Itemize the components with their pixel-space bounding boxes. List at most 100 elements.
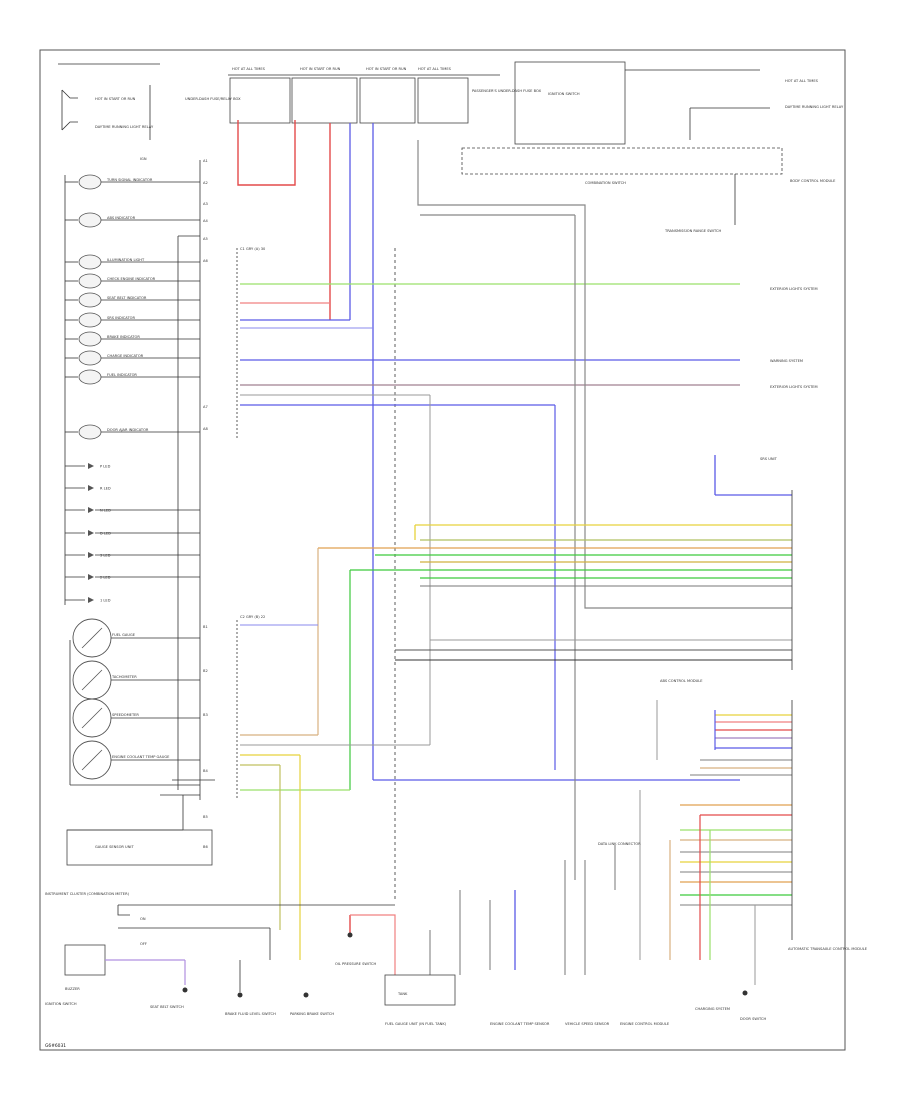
ign-label: IGN: [140, 157, 147, 161]
transmission-range-label: TRANSMISSION RANGE SWITCH: [664, 229, 722, 233]
led-icon: [88, 530, 94, 536]
pin-b4: B4: [203, 769, 208, 773]
lamp-abs-indicator: ABS INDICATOR: [65, 212, 200, 228]
abs-indicator-icon: [78, 212, 102, 228]
warning-system-label: WARNING SYSTEM: [770, 359, 803, 363]
pin-a3: A3: [203, 202, 208, 206]
gear-led: P LED: [65, 463, 111, 469]
lamp-label: CHARGE INDICATOR: [107, 354, 144, 358]
exterior-lights-label-2: EXTERIOR LIGHTS SYSTEM: [770, 385, 818, 389]
ign-sw-bottom: IGNITION SWITCH: [45, 1002, 77, 1006]
pin-a6: A6: [203, 259, 208, 263]
buzzer-label: BUZZER: [65, 987, 80, 991]
fuel-gauge-unit-box: [384, 974, 456, 1006]
srs-indicator-icon: [78, 312, 102, 328]
instrument-cluster: HOT IN START OR RUN DAYTIME RUNNING LIGH…: [45, 63, 215, 896]
led-icon: [88, 485, 94, 491]
gear-led: 1 LED: [65, 597, 111, 603]
ignition-switch-box: [514, 61, 626, 145]
lamp-brake-indicator: BRAKE INDICATOR: [65, 331, 200, 347]
lamp-label: DOOR AJAR INDICATOR: [107, 428, 149, 432]
body-control-label: BODY CONTROL MODULE: [790, 179, 836, 183]
brake-indicator-icon: [78, 331, 102, 347]
seat-belt-sw-label: SEAT BELT SWITCH: [150, 1005, 184, 1009]
pin-b2: B2: [203, 669, 208, 673]
fuel-gauge-unit-label: FUEL GAUGE UNIT (IN FUEL TANK): [385, 1022, 447, 1026]
ignition-switch-label: IGNITION SWITCH: [548, 92, 580, 96]
lamp-turn-signal-indicator: TURN SIGNAL INDICATOR: [65, 174, 200, 190]
lamp-label: FUEL INDICATOR: [107, 373, 137, 377]
relay-label: HOT IN START OR RUN: [300, 67, 341, 71]
fuse-box-3-label: HOT AT ALL TIMES: [418, 67, 452, 71]
diagram-frame: [39, 49, 846, 1051]
fuse-box-2: [359, 77, 416, 124]
fuse-box-2-label: HOT IN START OR RUN: [366, 67, 407, 71]
door-ajar-icon: [78, 424, 102, 440]
under-dash-label: UNDER-DASH FUSE/RELAY BOX: [185, 97, 241, 101]
wire-gray-harness: [417, 140, 792, 609]
lamp-label: BRAKE INDICATOR: [107, 335, 140, 339]
gauge-label: SPEEDOMETER: [112, 713, 139, 717]
gauge-sensor-label: GAUGE SENSOR UNIT: [95, 845, 134, 849]
right-connector-stack: AUTOMATIC TRANSAXLE CONTROL MODULE SRS U…: [598, 287, 868, 951]
lamp-fuel-indicator: FUEL INDICATOR: [65, 369, 200, 385]
relay-text-2: OFF: [140, 942, 147, 946]
led-icon: [88, 507, 94, 513]
warn-buzzer: [64, 944, 106, 976]
gear-label: 1 LED: [100, 599, 111, 603]
gauge-3: ENGINE COOLANT TEMP GAUGE: [72, 740, 200, 780]
switch-label-1: HOT IN START OR RUN: [95, 97, 136, 101]
underdash-fuse-label: HOT AT ALL TIMES: [232, 67, 266, 71]
led-icon: [88, 552, 94, 558]
gauge-label: ENGINE COOLANT TEMP GAUGE: [112, 755, 170, 759]
lamp-label: TURN SIGNAL INDICATOR: [106, 178, 153, 182]
gauge-2: SPEEDOMETER: [72, 698, 200, 738]
illumination-icon: [78, 254, 102, 270]
fuel-indicator-icon: [78, 369, 102, 385]
charge-indicator-icon: [78, 350, 102, 366]
lamp-door-ajar: DOOR AJAR INDICATOR: [65, 424, 200, 440]
lamp-illumination: ILLUMINATION LIGHT: [65, 254, 200, 270]
relay-box: [291, 77, 358, 124]
eng-control-label: ENGINE CONTROL MODULE: [620, 1022, 670, 1026]
gauge-0: FUEL GAUGE: [72, 618, 200, 658]
parking-brake-label: PARKING BRAKE SWITCH: [290, 1012, 334, 1016]
gauge-sensor-box: [66, 829, 213, 866]
switch-label-2: DAYTIME RUNNING LIGHT RELAY: [95, 125, 154, 129]
underdash-fuse-box: [229, 77, 291, 124]
acm-label: AUTOMATIC TRANSAXLE CONTROL MODULE: [788, 947, 868, 951]
conn-a-label: C1 GRY (A) 30: [240, 247, 266, 251]
pin-a7: A7: [203, 405, 208, 409]
lamp-label: CHECK ENGINE INDICATOR: [107, 277, 156, 281]
srs-label: SRS UNIT: [760, 457, 778, 461]
gear-led: R LED: [65, 485, 111, 491]
check-engine-icon: [78, 273, 102, 289]
lamp-label: ABS INDICATOR: [107, 216, 136, 220]
exterior-lights-label: EXTERIOR LIGHTS SYSTEM: [770, 287, 818, 291]
lamp-seat-belt: SEAT BELT INDICATOR: [65, 292, 200, 308]
combination-switch-box: [461, 147, 783, 175]
top-fuse-section: HOT AT ALL TIMES HOT IN START OR RUN HOT…: [185, 61, 844, 233]
pin-a4: A4: [203, 219, 208, 223]
gear-led: N LED: [65, 507, 200, 513]
abs-module-label: ABS CONTROL MODULE: [660, 679, 703, 683]
data-link-label: DATA LINK CONNECTOR: [598, 842, 641, 846]
wire-pink-oil: [350, 914, 396, 975]
lamp-label: SEAT BELT INDICATOR: [107, 296, 147, 300]
gear-label: R LED: [100, 487, 111, 491]
center-connector-block: C1 GRY (A) 30 C2 GRY (B) 22: [236, 247, 396, 900]
pin-b1: B1: [203, 625, 208, 629]
led-icon: [88, 463, 94, 469]
gear-label: N LED: [100, 509, 111, 513]
indicator-lamps: TURN SIGNAL INDICATOR ABS INDICATOR ILLUMI…: [65, 174, 200, 440]
relay-text: ON: [140, 917, 146, 921]
pin-b3: B3: [203, 713, 208, 717]
lamp-label: SRS INDICATOR: [107, 316, 135, 320]
door-switch-label: DOOR SWITCH: [740, 1017, 766, 1021]
wires: [237, 120, 792, 985]
daytime-running-label: DAYTIME RUNNING LIGHT RELAY: [785, 105, 844, 109]
pin-b6: B6: [203, 845, 208, 849]
